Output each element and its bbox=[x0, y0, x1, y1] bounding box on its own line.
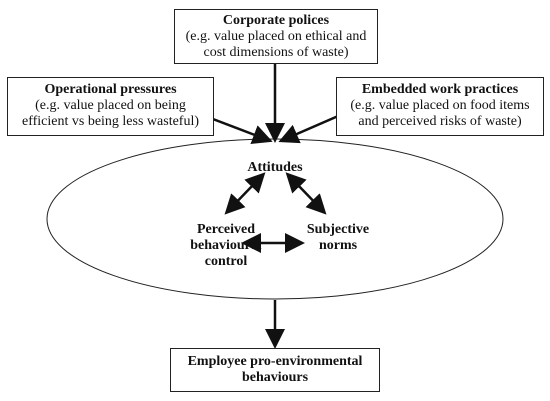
operational-pressures-line1: (e.g. value placed on being bbox=[35, 98, 186, 113]
corporate-policies-line2: cost dimensions of waste) bbox=[203, 45, 349, 60]
corporate-policies-box: Corporate polices (e.g. value placed on … bbox=[174, 9, 378, 64]
operational-pressures-box: Operational pressures (e.g. value placed… bbox=[7, 77, 214, 136]
pbc-line2: behavioural bbox=[190, 238, 262, 253]
subjective-norms-label: Subjective norms bbox=[298, 222, 378, 254]
norms-line1: Subjective bbox=[306, 222, 370, 237]
employee-behaviours-line1: Employee pro-environmental bbox=[187, 354, 363, 369]
embedded-work-practices-line1: (e.g. value placed on food items bbox=[350, 98, 530, 113]
arrow-attitudes-norms bbox=[285, 172, 327, 215]
perceived-behavioural-control-label: Perceived behavioural control bbox=[176, 222, 276, 270]
arrow-attitudes-pbc bbox=[224, 172, 266, 215]
pbc-line1: Perceived bbox=[196, 222, 256, 237]
employee-behaviours-line2: behaviours bbox=[241, 370, 309, 385]
operational-pressures-title: Operational pressures bbox=[44, 82, 177, 97]
employee-behaviours-box: Employee pro-environmental behaviours bbox=[170, 348, 380, 392]
operational-pressures-line2: efficient vs being less wasteful) bbox=[21, 114, 200, 129]
pbc-line3: control bbox=[204, 254, 248, 269]
norms-line2: norms bbox=[318, 238, 358, 253]
attitudes-text: Attitudes bbox=[247, 160, 303, 175]
corporate-policies-line1: (e.g. value placed on ethical and bbox=[185, 29, 367, 44]
embedded-work-practices-box: Embedded work practices (e.g. value plac… bbox=[336, 77, 544, 136]
corporate-policies-title: Corporate polices bbox=[222, 13, 330, 28]
embedded-work-practices-title: Embedded work practices bbox=[361, 82, 519, 97]
embedded-work-practices-line2: and perceived risks of waste) bbox=[358, 114, 522, 129]
attitudes-label: Attitudes bbox=[215, 160, 335, 176]
